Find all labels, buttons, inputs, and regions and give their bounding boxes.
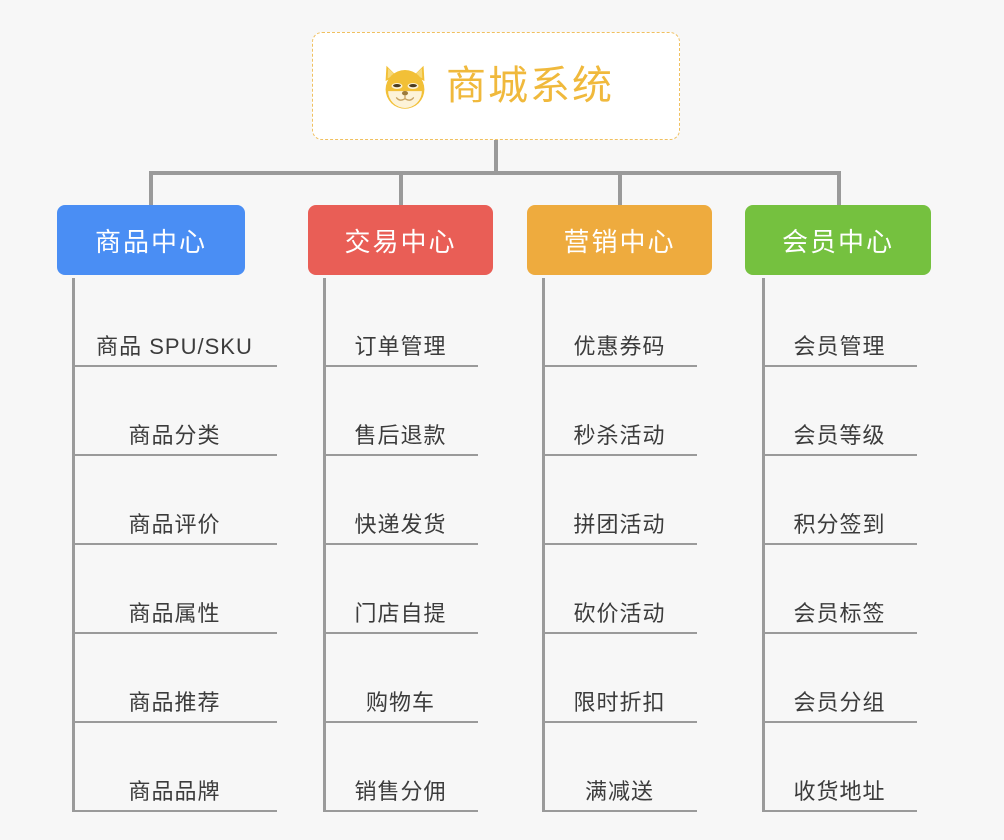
leaf-item[interactable]: 购物车: [323, 634, 478, 723]
leaf-label: 商品品牌: [128, 779, 221, 804]
leaf-column-member-center: 会员管理 会员等级 积分签到 会员标签 会员分组 收货地址: [762, 278, 917, 812]
leaf-label: 商品推荐: [128, 690, 221, 715]
leaf-item[interactable]: 商品评价: [72, 456, 277, 545]
leaf-label: 商品分类: [128, 423, 221, 448]
leaf-item[interactable]: 会员等级: [762, 367, 917, 456]
leaf-label: 会员等级: [793, 423, 886, 448]
leaf-label: 秒杀活动: [573, 423, 666, 448]
leaf-item[interactable]: 满减送: [542, 723, 697, 812]
category-label-product-center: 商品中心: [94, 226, 207, 257]
leaf-label: 积分签到: [793, 512, 886, 537]
leaf-item[interactable]: 销售分佣: [323, 723, 478, 812]
leaf-spine-product-center: [72, 278, 75, 812]
leaf-column-marketing-center: 优惠券码 秒杀活动 拼团活动 砍价活动 限时折扣 满减送: [542, 278, 697, 812]
leaf-item[interactable]: 商品推荐: [72, 634, 277, 723]
leaf-item[interactable]: 快递发货: [323, 456, 478, 545]
connector-horizontal-bus: [149, 171, 841, 175]
root-node-mall-system[interactable]: 商城系统: [312, 32, 680, 140]
leaf-item[interactable]: 优惠券码: [542, 278, 697, 367]
leaf-item[interactable]: 收货地址: [762, 723, 917, 812]
leaf-label: 会员分组: [793, 690, 886, 715]
leaf-column-trade-center: 订单管理 售后退款 快递发货 门店自提 购物车 销售分佣: [323, 278, 478, 812]
leaf-label: 满减送: [584, 779, 654, 804]
leaf-label: 砍价活动: [573, 601, 666, 626]
category-box-trade-center[interactable]: 交易中心: [308, 205, 493, 275]
leaf-label: 会员标签: [793, 601, 886, 626]
leaf-label: 订单管理: [354, 334, 447, 359]
leaf-label: 销售分佣: [354, 779, 447, 804]
leaf-item[interactable]: 商品属性: [72, 545, 277, 634]
leaf-spine-trade-center: [323, 278, 326, 812]
leaf-item[interactable]: 商品 SPU/SKU: [72, 278, 277, 367]
leaf-item[interactable]: 会员管理: [762, 278, 917, 367]
leaf-spine-member-center: [762, 278, 765, 812]
leaf-label: 门店自提: [354, 601, 447, 626]
leaf-label: 限时折扣: [573, 690, 666, 715]
leaf-item[interactable]: 会员分组: [762, 634, 917, 723]
leaf-item[interactable]: 售后退款: [323, 367, 478, 456]
root-node-title: 商城系统: [446, 64, 614, 108]
connector-drop-product-center: [149, 171, 153, 205]
leaf-label: 拼团活动: [573, 512, 666, 537]
leaf-item[interactable]: 会员标签: [762, 545, 917, 634]
leaf-label: 商品 SPU/SKU: [96, 334, 253, 359]
leaf-label: 售后退款: [354, 423, 447, 448]
leaf-item[interactable]: 秒杀活动: [542, 367, 697, 456]
leaf-item[interactable]: 砍价活动: [542, 545, 697, 634]
category-label-trade-center: 交易中心: [344, 226, 457, 257]
connector-drop-member-center: [837, 171, 841, 205]
category-label-member-center: 会员中心: [781, 226, 894, 257]
connector-drop-marketing-center: [618, 171, 622, 205]
leaf-item[interactable]: 限时折扣: [542, 634, 697, 723]
leaf-label: 优惠券码: [573, 334, 666, 359]
leaf-item[interactable]: 商品品牌: [72, 723, 277, 812]
leaf-column-product-center: 商品 SPU/SKU 商品分类 商品评价 商品属性 商品推荐 商品品牌: [72, 278, 277, 812]
leaf-label: 商品评价: [128, 512, 221, 537]
connector-root-stem: [494, 140, 498, 174]
leaf-item[interactable]: 拼团活动: [542, 456, 697, 545]
leaf-item[interactable]: 订单管理: [323, 278, 478, 367]
leaf-item[interactable]: 商品分类: [72, 367, 277, 456]
connector-drop-trade-center: [399, 171, 403, 205]
leaf-item[interactable]: 积分签到: [762, 456, 917, 545]
category-box-member-center[interactable]: 会员中心: [745, 205, 931, 275]
category-box-marketing-center[interactable]: 营销中心: [527, 205, 712, 275]
category-box-product-center[interactable]: 商品中心: [57, 205, 245, 275]
leaf-label: 收货地址: [793, 779, 886, 804]
leaf-label: 购物车: [365, 690, 435, 715]
leaf-spine-marketing-center: [542, 278, 545, 812]
category-label-marketing-center: 营销中心: [563, 226, 676, 257]
leaf-label: 商品属性: [128, 601, 221, 626]
leaf-item[interactable]: 门店自提: [323, 545, 478, 634]
leaf-label: 会员管理: [793, 334, 886, 359]
shiba-dog-face-icon: [378, 59, 432, 113]
leaf-label: 快递发货: [354, 512, 447, 537]
